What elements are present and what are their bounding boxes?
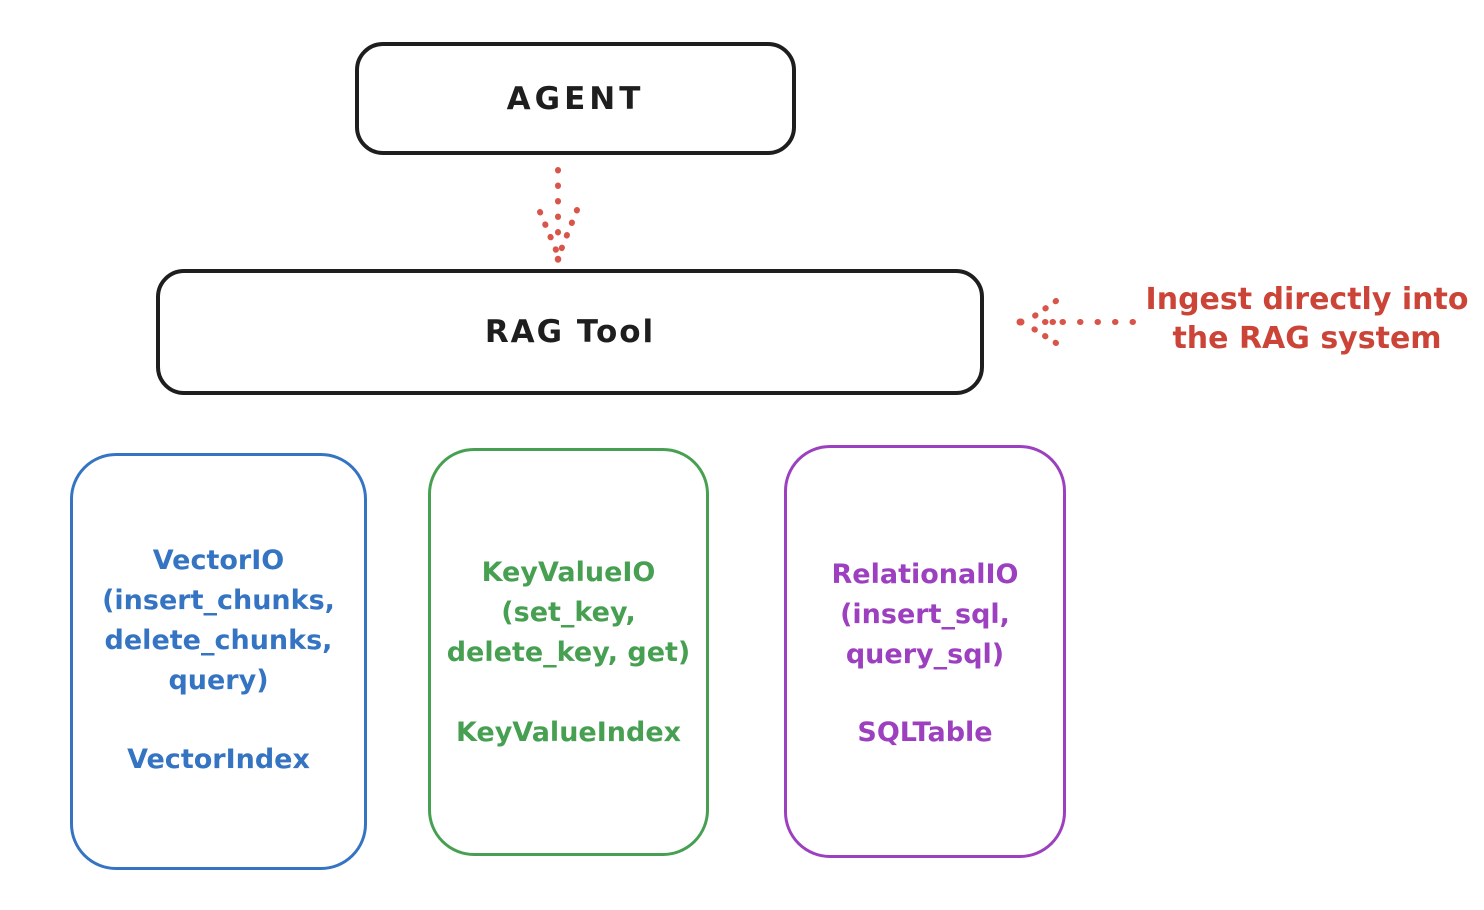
ingest-annotation-line1: Ingest directly into [1145, 282, 1469, 317]
vector-io-title: VectorIO [152, 545, 285, 576]
agent-node-label: AGENT [506, 80, 645, 117]
key-value-io-param: (set_key, [501, 597, 636, 628]
relational-io-param: query_sql) [845, 639, 1005, 670]
key-value-io-title: KeyValueIO [481, 557, 656, 588]
agent-node: AGENT [355, 42, 796, 155]
vector-index-label: VectorIndex [127, 744, 310, 775]
rag-tool-node-label: RAG Tool [484, 314, 656, 350]
vector-io-param: query) [168, 665, 269, 696]
rag-tool-node: RAG Tool [156, 269, 984, 395]
ingest-annotation: Ingest directly into the RAG system [1130, 280, 1484, 358]
key-value-io-text: KeyValueIO (set_key, delete_key, get) [431, 451, 706, 673]
vector-io-param: delete_chunks, [104, 625, 333, 656]
key-value-io-node: KeyValueIO (set_key, delete_key, get) Ke… [428, 448, 709, 856]
ingest-annotation-line2: the RAG system [1172, 321, 1442, 356]
relational-io-param: (insert_sql, [840, 599, 1010, 630]
vector-io-text: VectorIO (insert_chunks, delete_chunks, … [73, 456, 364, 701]
vector-io-param: (insert_chunks, [102, 585, 335, 616]
key-value-index-label: KeyValueIndex [455, 717, 682, 748]
relational-io-node: RelationalIO (insert_sql, query_sql) SQL… [784, 445, 1066, 858]
vector-io-node: VectorIO (insert_chunks, delete_chunks, … [70, 453, 367, 870]
sql-table-label: SQLTable [857, 717, 993, 748]
relational-io-text: RelationalIO (insert_sql, query_sql) [787, 448, 1063, 675]
relational-io-title: RelationalIO [831, 559, 1019, 590]
key-value-io-param: delete_key, get) [446, 637, 691, 668]
